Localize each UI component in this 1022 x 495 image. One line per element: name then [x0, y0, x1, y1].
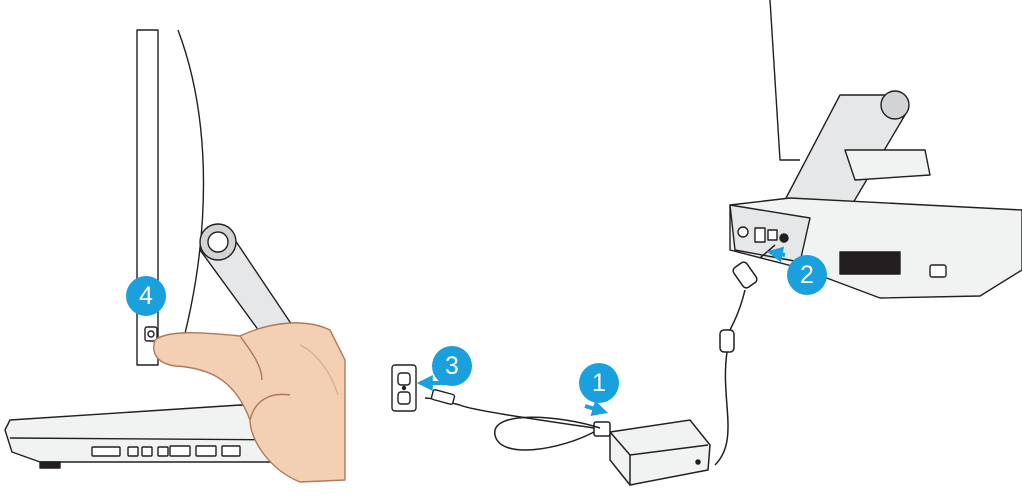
power-button[interactable]: [144, 326, 158, 342]
step-badge-2: 2: [787, 255, 827, 295]
power-cables: [424, 244, 776, 486]
power-adapter: [609, 419, 711, 486]
rear-ports: [737, 226, 789, 243]
pointing-finger-icon: [153, 322, 346, 483]
step-badge-4: 4: [126, 276, 166, 316]
step-badge-1: 1: [579, 363, 619, 403]
dc-in-port[interactable]: [779, 233, 789, 243]
vent: [839, 251, 901, 275]
wall-outlet: [391, 364, 456, 412]
step-badge-3: 3: [432, 346, 472, 386]
side-ports: [91, 445, 241, 457]
pc-rear-view: [729, 0, 1022, 299]
monitor-back-curve: [177, 29, 205, 361]
